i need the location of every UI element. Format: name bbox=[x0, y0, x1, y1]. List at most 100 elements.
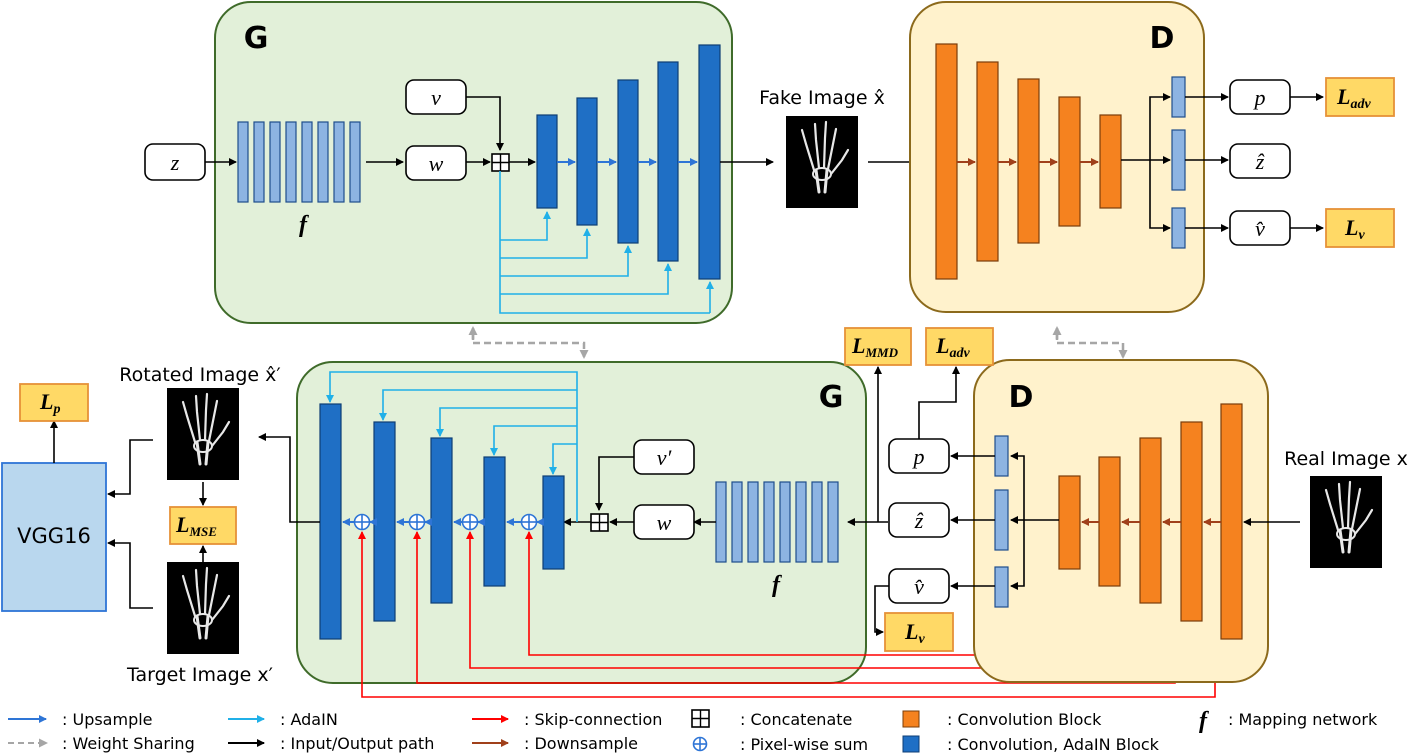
bottom-disc-block bbox=[1220, 403, 1243, 640]
top-f-label: f bbox=[299, 212, 309, 238]
top-discriminator-label: D bbox=[1150, 21, 1175, 56]
top-gen-block bbox=[657, 61, 679, 262]
legend-downsample: : Downsample bbox=[524, 734, 638, 753]
bottom-w-label: w bbox=[657, 510, 672, 535]
legend: : Upsample : Weight Sharing : AdaIN : In… bbox=[8, 708, 1378, 754]
loss-subscript: adv bbox=[949, 346, 970, 361]
bottom-loss-v bbox=[884, 612, 954, 652]
bottom-gen-block bbox=[542, 475, 565, 570]
top-disc-block bbox=[1099, 114, 1122, 209]
bottom-gen-block bbox=[319, 403, 342, 640]
top-gen-block bbox=[617, 79, 639, 244]
legend-conv-adain-block: : Convolution, AdaIN Block bbox=[947, 735, 1160, 754]
top-generator-label: G bbox=[244, 21, 269, 56]
top-disc-head bbox=[1171, 76, 1186, 118]
legend-mapping: : Mapping network bbox=[1228, 710, 1378, 729]
legend-upsample: : Upsample bbox=[62, 710, 153, 729]
loss-subscript: v bbox=[918, 632, 925, 647]
loss-symbol: L bbox=[1344, 215, 1358, 240]
svg-text:Lv: Lv bbox=[1344, 215, 1365, 243]
top-mapping-network bbox=[237, 121, 361, 203]
top-disc-head bbox=[1171, 207, 1186, 249]
bottom-generator-label: G bbox=[819, 380, 844, 415]
vgg16-label: VGG16 bbox=[17, 524, 91, 548]
top-disc-block bbox=[1017, 78, 1040, 244]
rotated-image-label: Rotated Image x̂′ bbox=[119, 364, 280, 386]
loss-subscript: MSE bbox=[188, 524, 217, 539]
top-gen-block bbox=[536, 114, 558, 209]
bottom-zhat-label: ẑ bbox=[914, 508, 924, 533]
svg-text:Ladv: Ladv bbox=[1336, 84, 1371, 112]
top-disc-block bbox=[935, 43, 958, 280]
svg-text:Lv: Lv bbox=[904, 619, 925, 647]
legend-skip: : Skip-connection bbox=[524, 710, 662, 729]
svg-text:Ladv: Ladv bbox=[935, 333, 970, 361]
loss-subscript: adv bbox=[1350, 97, 1371, 112]
loss-mmd bbox=[844, 327, 912, 366]
loss-p bbox=[19, 383, 89, 422]
rotated-image bbox=[165, 386, 241, 482]
bottom-disc-block bbox=[1058, 475, 1081, 570]
loss-symbol: L bbox=[175, 512, 189, 537]
bottom-gen-block bbox=[430, 437, 453, 604]
weight-sharing-arrow-g bbox=[471, 332, 589, 359]
legend-concatenate: : Concatenate bbox=[740, 710, 852, 729]
top-v-label: v bbox=[431, 85, 441, 110]
bottom-gen-block bbox=[483, 456, 506, 587]
top-loss-adv bbox=[1325, 77, 1395, 117]
loss-symbol: L bbox=[935, 333, 949, 358]
bottom-loss-adv bbox=[925, 327, 994, 366]
loss-symbol: L bbox=[39, 389, 53, 414]
pixel-sum-icons bbox=[353, 513, 538, 531]
loss-subscript: p bbox=[52, 402, 60, 417]
bottom-vhat-label: v̂ bbox=[914, 574, 924, 599]
bottom-disc-head bbox=[994, 489, 1009, 551]
legend-f-symbol: f bbox=[1199, 708, 1209, 734]
top-gen-block bbox=[698, 44, 721, 280]
loss-symbol: L bbox=[904, 619, 918, 644]
bottom-f-label: f bbox=[772, 572, 782, 598]
legend-weight-sharing: : Weight Sharing bbox=[62, 734, 195, 753]
real-image-label: Real Image x bbox=[1284, 448, 1408, 470]
loss-mse bbox=[169, 506, 237, 545]
bottom-disc-head bbox=[994, 435, 1009, 477]
top-disc-block bbox=[1058, 96, 1081, 227]
legend-adain: : AdaIN bbox=[280, 710, 338, 729]
target-image bbox=[165, 560, 241, 656]
bottom-disc-block bbox=[1139, 437, 1162, 604]
top-p-label: p bbox=[1253, 85, 1266, 110]
top-disc-block bbox=[976, 61, 999, 262]
loss-subscript: v bbox=[1358, 228, 1365, 243]
bottom-concatenate-icon bbox=[590, 513, 609, 532]
legend-pixel-sum-icon bbox=[692, 736, 708, 752]
legend-conv-block: : Convolution Block bbox=[947, 710, 1102, 729]
bottom-gen-block bbox=[373, 421, 396, 622]
loss-symbol: L bbox=[1336, 84, 1350, 109]
bottom-discriminator-label: D bbox=[1009, 380, 1034, 415]
top-w-label: w bbox=[429, 151, 444, 176]
bottom-disc-block bbox=[1180, 421, 1203, 622]
top-w-box bbox=[405, 145, 467, 181]
svg-text:LMMD: LMMD bbox=[851, 333, 899, 360]
legend-conv-adain-swatch bbox=[902, 735, 920, 753]
legend-conv-swatch bbox=[902, 710, 920, 728]
legend-pixel-sum: : Pixel-wise sum bbox=[740, 735, 868, 754]
svg-text:Lp: Lp bbox=[39, 389, 60, 417]
real-image bbox=[1308, 474, 1384, 570]
top-gen-block bbox=[576, 97, 598, 226]
fake-image bbox=[784, 114, 860, 210]
bottom-disc-head bbox=[994, 566, 1009, 608]
target-image-label: Target Image x′ bbox=[126, 664, 273, 686]
bottom-vprime-label: v′ bbox=[657, 445, 673, 470]
bottom-p-label: p bbox=[912, 444, 925, 469]
svg-text:LMSE: LMSE bbox=[175, 512, 217, 539]
top-loss-v bbox=[1325, 208, 1395, 248]
legend-concatenate-icon bbox=[691, 709, 710, 728]
top-disc-head bbox=[1171, 129, 1186, 191]
weight-sharing-arrow-d bbox=[1055, 332, 1128, 359]
loss-subscript: MMD bbox=[864, 345, 898, 360]
bottom-disc-block bbox=[1098, 456, 1121, 587]
fake-image-label: Fake Image x̂ bbox=[759, 87, 885, 109]
top-concatenate-icon bbox=[491, 153, 510, 172]
